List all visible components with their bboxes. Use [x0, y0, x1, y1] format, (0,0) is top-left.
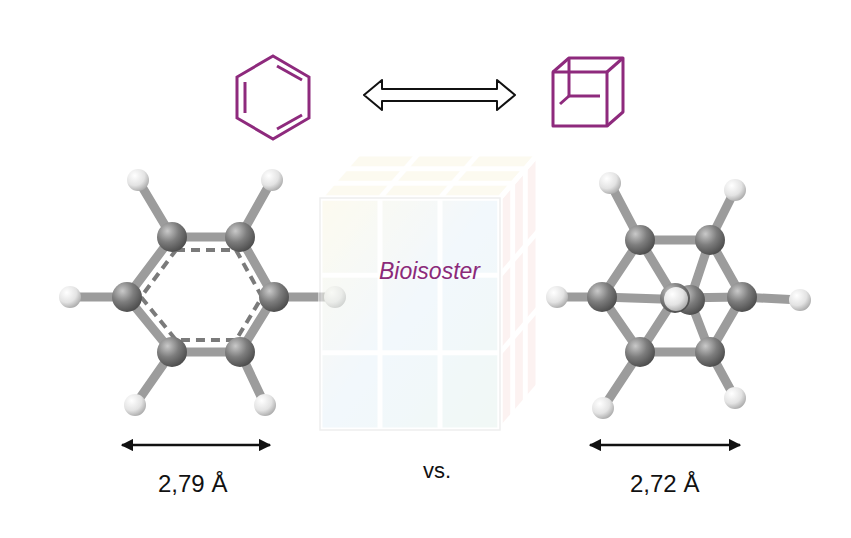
double-arrow	[364, 80, 515, 110]
dimension-arrow	[590, 444, 740, 447]
cubane-formula	[553, 58, 623, 126]
cube-node: Bioisoster	[318, 150, 540, 435]
dimension-label: 2,79 Å	[158, 470, 227, 498]
dimension-label: 2,72 Å	[630, 470, 699, 498]
dimension-arrow	[122, 444, 270, 447]
benzene-model	[59, 169, 346, 416]
comparison-word: vs.	[423, 458, 451, 484]
cube-caption: Bioisoster	[379, 258, 480, 285]
cubane-model	[546, 172, 811, 419]
benzene-formula	[237, 56, 309, 139]
rubiks-cube	[318, 150, 540, 435]
